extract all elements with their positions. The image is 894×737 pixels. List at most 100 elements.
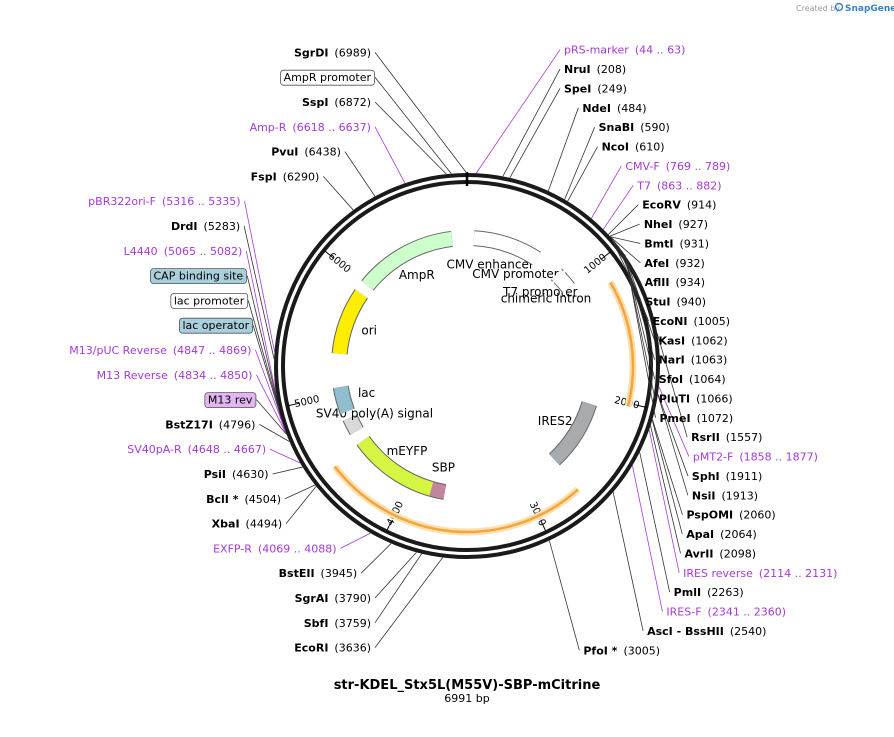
site-label-psii[interactable]: PsiI(4630) (204, 468, 269, 481)
plasmid-name: str-KDEL_Stx5L(M55V)-SBP-mCitrine (334, 678, 601, 693)
site-label-nhei[interactable]: NheI(927) (644, 218, 708, 231)
site-label-apai[interactable]: ApaI(2064) (686, 528, 756, 541)
site-name: NruI (564, 63, 591, 76)
site-label-pmt2-f[interactable]: pMT2-F(1858 .. 1877) (693, 451, 818, 464)
site-label-afei[interactable]: AfeI(932) (644, 257, 704, 270)
leader-line (256, 374, 287, 435)
site-label-fspi[interactable]: FspI(6290) (251, 170, 320, 183)
site-label-amp-r[interactable]: Amp-R(6618 .. 6637) (250, 121, 371, 134)
site-label-lac-promoter[interactable]: lac promoter (174, 294, 245, 307)
site-label-ires-f[interactable]: IRES-F(2341 .. 2360) (666, 606, 786, 619)
site-label-drdi[interactable]: DrdI(5283) (171, 220, 240, 233)
site-label-snabi[interactable]: SnaBI(590) (599, 121, 670, 134)
ires2-feature[interactable] (549, 401, 597, 465)
site-label-ndei[interactable]: NdeI(484) (582, 102, 646, 115)
site-name: PsiI (204, 468, 226, 481)
ampr-feature[interactable] (362, 231, 453, 291)
site-label-bstz17i[interactable]: BstZ17I(4796) (165, 418, 255, 431)
chimeric-intron-feature[interactable] (554, 272, 575, 293)
site-name: AvrII (685, 547, 714, 560)
meyfp-feature[interactable] (357, 436, 434, 496)
site-label-sfoi[interactable]: SfoI(1064) (659, 373, 726, 386)
site-label-stui[interactable]: StuI(940) (645, 296, 706, 309)
cmv-promoter-feature[interactable] (513, 241, 541, 265)
site-label-spei[interactable]: SpeI(249) (564, 82, 627, 95)
site-coord: (4069 .. 4088) (258, 542, 337, 555)
site-coord: (934) (676, 276, 706, 289)
site-label-kasi[interactable]: KasI(1062) (658, 334, 727, 347)
leader-line (624, 254, 655, 360)
t7-promoter-feature[interactable] (551, 269, 563, 281)
lac-feature[interactable] (333, 385, 354, 414)
leader-line (255, 349, 286, 432)
site-label-nrui[interactable]: NruI(208) (564, 63, 626, 76)
site-name: NarI (659, 354, 685, 367)
ori-feature[interactable] (332, 289, 368, 355)
site-label-m13-puc-reverse[interactable]: M13/pUC Reverse(4847 .. 4869) (69, 344, 251, 357)
site-label-pluti[interactable]: PluTI(1066) (659, 392, 733, 405)
site-coord: (4847 .. 4869) (173, 344, 252, 357)
site-label-m13-reverse[interactable]: M13 Reverse(4834 .. 4850) (97, 369, 253, 382)
site-label-lac-operator[interactable]: lac operator (182, 319, 249, 332)
site-label-cmv-f[interactable]: CMV-F(769 .. 789) (625, 160, 730, 173)
site-label-aflii[interactable]: AflII(934) (645, 276, 705, 289)
leader-line (272, 466, 303, 475)
leader-line (564, 127, 595, 200)
site-label-m13-rev[interactable]: M13 rev (208, 394, 253, 407)
site-name: SV40pA-R (127, 443, 182, 456)
site-label-asci-bsshii[interactable]: AscI - BssHII(2540) (647, 625, 766, 638)
site-label-pspomi[interactable]: PspOMI(2060) (686, 509, 775, 522)
site-coord: (590) (640, 121, 670, 134)
site-label-pbr322ori-f[interactable]: pBR322ori-F(5316 .. 5335) (88, 195, 240, 208)
site-label-econi[interactable]: EcoNI(1005) (653, 315, 730, 328)
leader-line (374, 552, 417, 599)
site-name: lac operator (182, 319, 249, 332)
site-label-avrii[interactable]: AvrII(2098) (685, 547, 756, 560)
leader-line (344, 151, 376, 197)
ruler-tick (323, 249, 334, 259)
site-label-ampr-promoter[interactable]: AmpR promoter (284, 71, 372, 84)
site-coord: (484) (617, 102, 647, 115)
site-label-bsteii[interactable]: BstEII(3945) (279, 567, 357, 580)
site-label-sgrai[interactable]: SgrAI(3790) (295, 592, 371, 605)
site-name: PmlI (674, 586, 701, 599)
site-label-sphi[interactable]: SphI(1911) (692, 470, 762, 483)
site-label-t7[interactable]: T7(863 .. 882) (636, 179, 721, 192)
sv40-poly-a-signal-feature[interactable] (343, 414, 363, 435)
site-name: SpeI (564, 82, 591, 95)
site-name: M13 Reverse (97, 369, 168, 382)
site-label-nsii[interactable]: NsiI (1913) (692, 489, 758, 502)
site-label-xbai[interactable]: XbaI(4494) (212, 518, 282, 531)
site-name: DrdI (171, 220, 198, 233)
site-label-sv40pa-r[interactable]: SV40pA-R(4648 .. 4667) (127, 443, 266, 456)
cmv-enhancer-feature[interactable] (473, 231, 520, 255)
site-label-sgrdi[interactable]: SgrDI(6989) (294, 46, 371, 59)
site-coord: (2341 .. 2360) (708, 606, 787, 619)
site-label-l4440[interactable]: L4440(5065 .. 5082) (124, 245, 243, 258)
backbone-inner-ring (281, 180, 653, 552)
site-label-sbfi[interactable]: SbfI(3759) (304, 617, 371, 630)
site-label-ecorv[interactable]: EcoRV(914) (642, 199, 716, 212)
sbp-feature[interactable] (429, 482, 447, 499)
site-name: NsiI (692, 489, 716, 502)
site-name: pMT2-F (693, 451, 734, 464)
site-label-prs-marker[interactable]: pRS-marker(44 .. 63) (564, 44, 685, 57)
site-label-rsrii[interactable]: RsrII(1557) (691, 431, 762, 444)
site-label-ncoi[interactable]: NcoI(610) (602, 141, 665, 154)
site-label-pmei[interactable]: PmeI(1072) (659, 412, 733, 425)
site-label-ecori[interactable]: EcoRI(3636) (294, 642, 371, 655)
site-label-bcli[interactable]: BclI *(4504) (206, 493, 281, 506)
site-label-pvui[interactable]: PvuI(6438) (271, 146, 341, 159)
site-name: StuI (645, 296, 670, 309)
site-label-pfoi[interactable]: PfoI *(3005) (583, 644, 660, 657)
site-label-cap-binding-site[interactable]: CAP binding site (154, 270, 244, 283)
site-label-sspi[interactable]: SspI(6872) (302, 96, 371, 109)
site-label-bmti[interactable]: BmtI(931) (644, 237, 709, 250)
site-name: pRS-marker (564, 44, 629, 57)
site-coord: (1913) (722, 489, 759, 502)
site-label-ires-reverse[interactable]: IRES reverse(2114 .. 2131) (683, 567, 837, 580)
site-label-exfp-r[interactable]: EXFP-R(4069 .. 4088) (213, 542, 336, 555)
site-label-pmli[interactable]: PmlI(2263) (674, 586, 744, 599)
site-label-nari[interactable]: NarI(1063) (659, 354, 728, 367)
site-name: BclI * (206, 493, 239, 506)
